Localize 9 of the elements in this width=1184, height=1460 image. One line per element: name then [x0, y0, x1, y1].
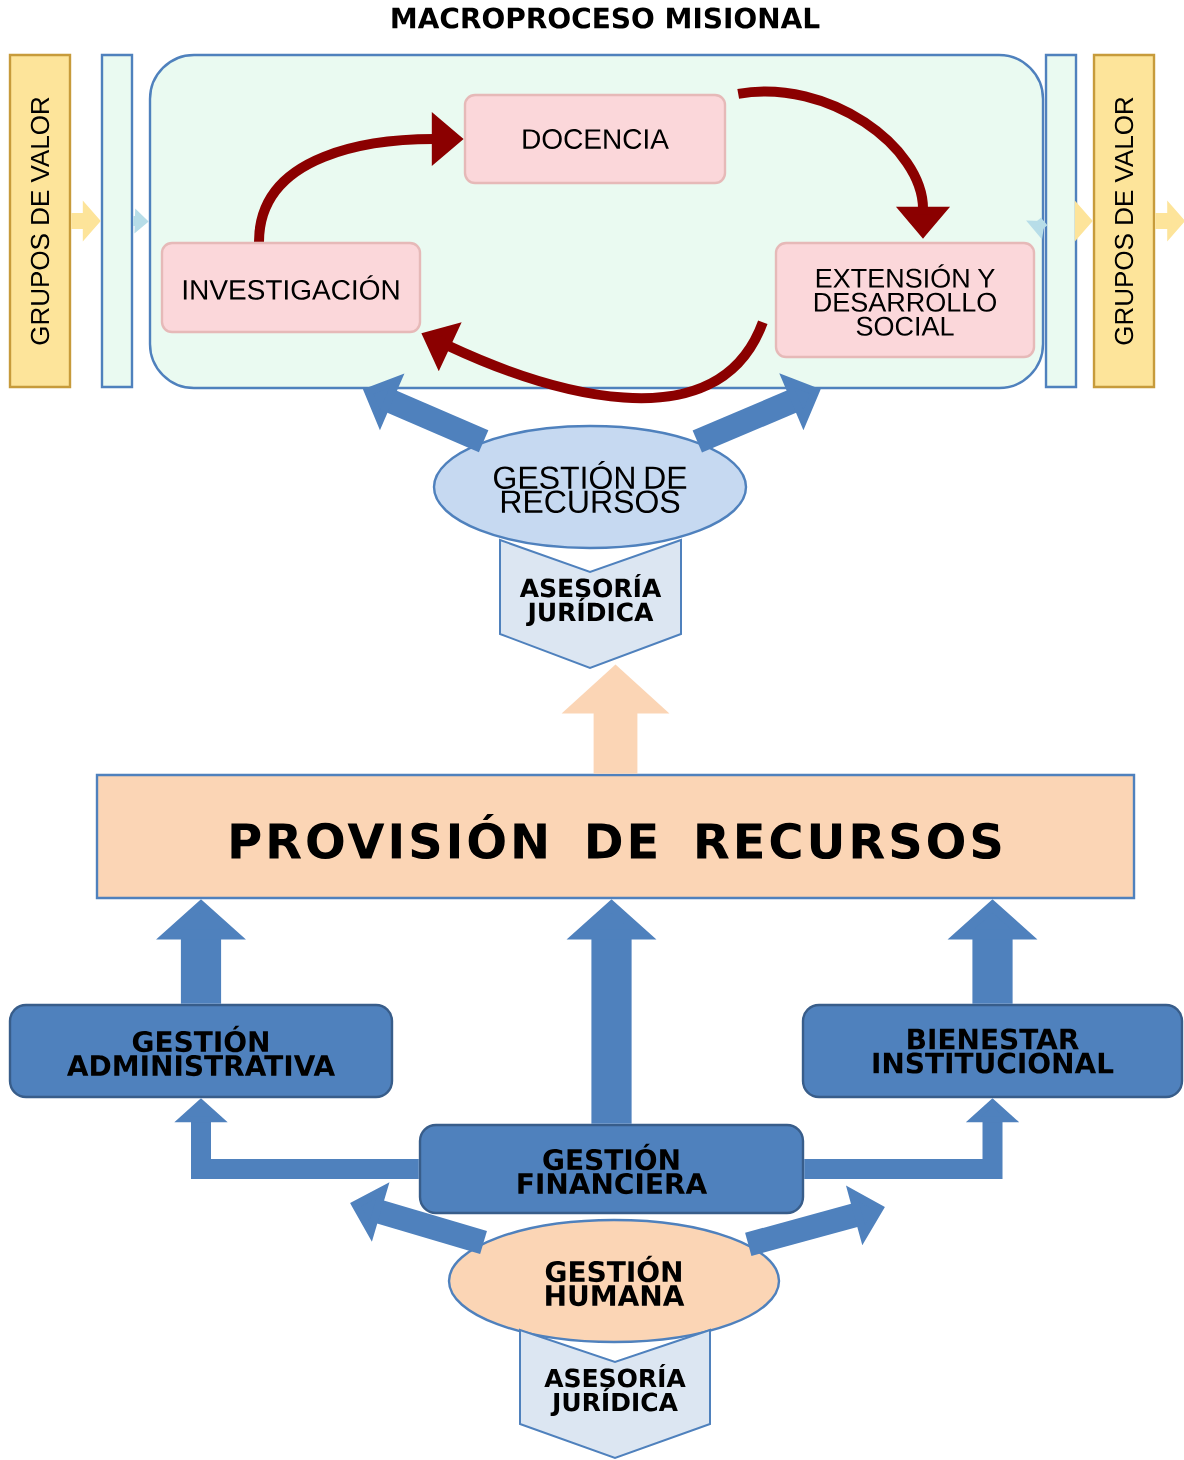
stakeholder-box: GRUPOS DE VALOR [8, 53, 72, 389]
process-box: GESTIÓN FINANCIERA [418, 1123, 805, 1215]
thin-bar [1044, 53, 1078, 389]
thin-bar [100, 53, 134, 389]
process-box: DOCENCIA [463, 93, 727, 185]
process-box: EXTENSIÓN Y DESARROLLO SOCIAL [774, 241, 1036, 359]
wide-process-box: PROVISIÓN DE RECURSOS [95, 773, 1136, 900]
process-box: INVESTIGACIÓN [160, 241, 422, 334]
diagram-title: MACROPROCESO MISIONAL [392, 7, 820, 29]
